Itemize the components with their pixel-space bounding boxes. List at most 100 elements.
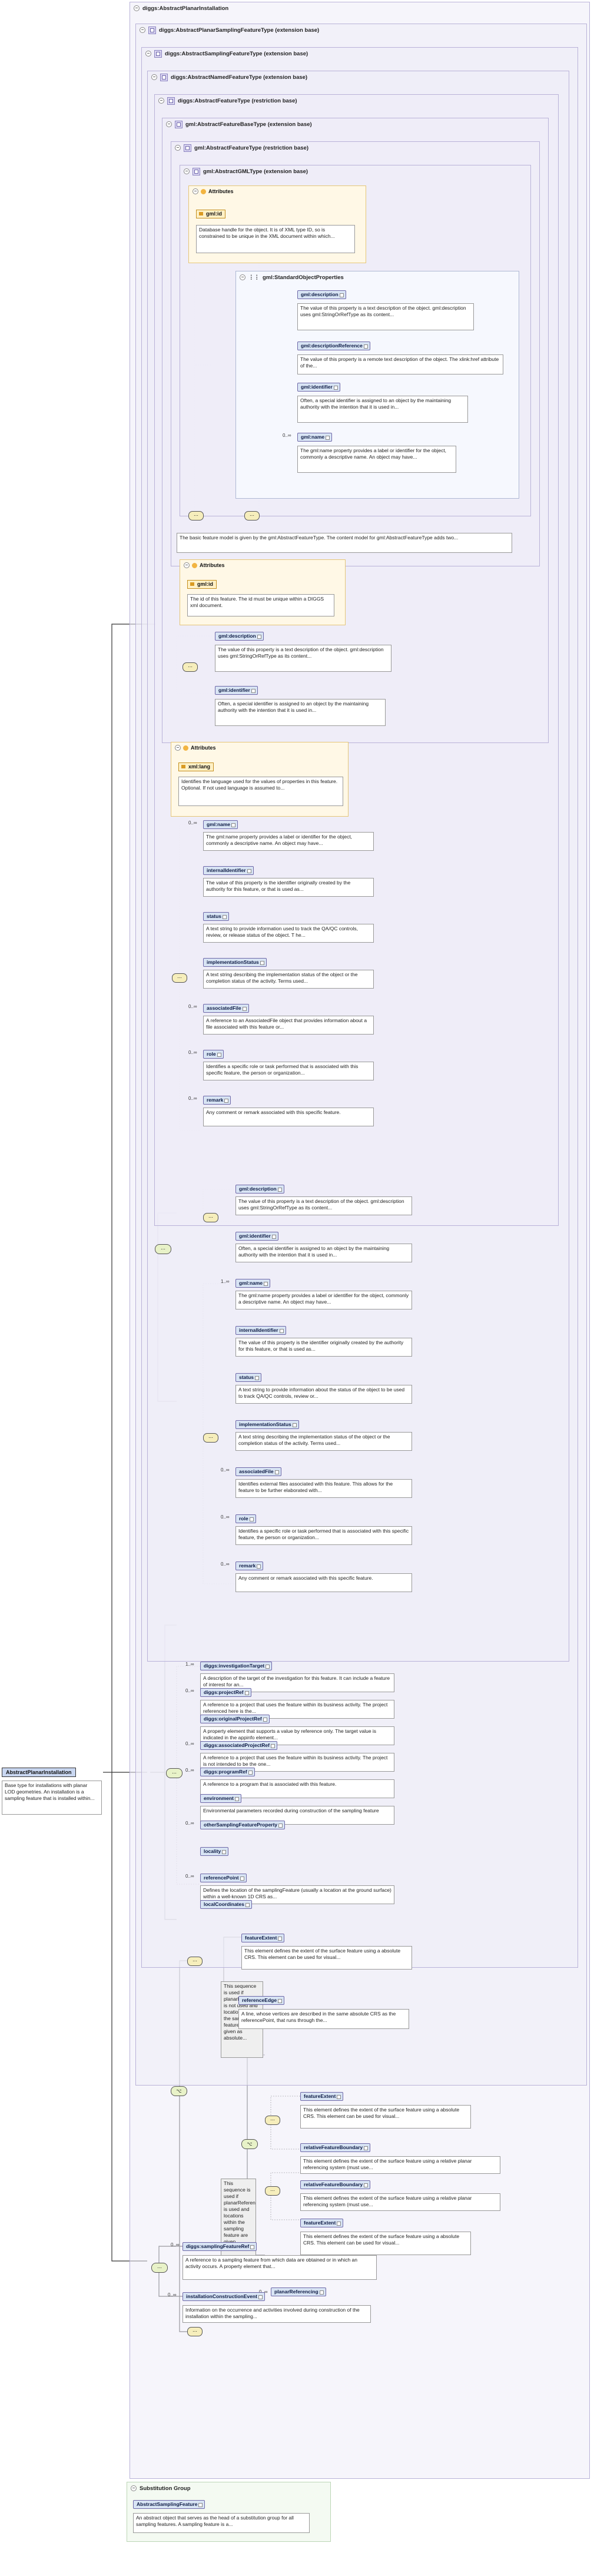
frame-title[interactable]: −diggs:AbstractNamedFeatureType (extensi… <box>151 73 307 81</box>
attribute-doc: Database handle for the object. It is of… <box>196 225 355 253</box>
element-gml-name[interactable]: gml:name <box>203 820 238 829</box>
frame-title[interactable]: −diggs:AbstractFeatureType (restriction … <box>158 97 297 105</box>
element-role[interactable]: role <box>203 1050 224 1059</box>
collapse-icon[interactable]: − <box>184 168 190 174</box>
cardinality: 0..∞ <box>185 1741 194 1746</box>
element-internalidentifier[interactable]: internalIdentifier <box>203 866 254 875</box>
element-doc: A text string to provide information abo… <box>235 1385 412 1404</box>
element-gml-identifier[interactable]: gml:identifier <box>235 1232 278 1241</box>
element-sampling-feature-ref[interactable]: diggs:samplingFeatureRef <box>182 2242 257 2251</box>
collapse-icon[interactable]: − <box>166 121 172 127</box>
root-element[interactable]: AbstractPlanarInstallation <box>2 1768 76 1777</box>
attribute-xml-lang[interactable]: xml:lang <box>178 762 214 771</box>
element-reference-edge[interactable]: referenceEdge <box>238 1996 285 2005</box>
sequence-icon[interactable]: ⋯ <box>182 662 198 672</box>
attribute-gml-id[interactable]: gml:id <box>187 580 217 589</box>
collapse-icon[interactable]: − <box>175 145 181 151</box>
frame-title[interactable]: −gml:AbstractGMLType (extension base) <box>184 167 308 175</box>
element-remark[interactable]: remark <box>235 1561 264 1570</box>
frame-title[interactable]: −diggs:AbstractPlanarSamplingFeatureType… <box>140 26 319 34</box>
element-diggs-originalprojectref[interactable]: diggs:originalProjectRef <box>200 1715 270 1723</box>
element-gml-name[interactable]: gml:name <box>297 433 333 442</box>
collapse-icon[interactable]: − <box>184 562 190 568</box>
element-gml-name[interactable]: gml:name <box>235 1279 271 1288</box>
collapse-icon[interactable]: − <box>193 188 198 194</box>
element-diggs-associatedprojectref[interactable]: diggs:associatedProjectRef <box>200 1741 277 1750</box>
element-doc: Often, a special identifier is assigned … <box>297 396 468 423</box>
element-relative-feature-boundary[interactable]: relativeFeatureBoundary <box>300 2180 371 2189</box>
element-abstract-sampling-feature[interactable]: AbstractSamplingFeature <box>133 2500 205 2509</box>
element-implementationstatus[interactable]: implementationStatus <box>235 1420 299 1429</box>
element-gml-description[interactable]: gml:description <box>235 1185 284 1193</box>
sequence-icon[interactable]: ⋯ <box>265 2116 280 2125</box>
choice-compositor[interactable]: ⌥ <box>171 2086 187 2096</box>
element-doc: Identifies a specific role or task perfo… <box>203 1062 374 1080</box>
collapse-icon[interactable]: − <box>240 274 245 280</box>
sequence-icon[interactable]: ⋯ <box>203 1213 218 1222</box>
element-doc: Identifies external files associated wit… <box>235 1479 412 1498</box>
collapse-icon[interactable]: − <box>134 5 140 11</box>
element-feature-extent[interactable]: featureExtent <box>300 2219 344 2227</box>
element-implementationstatus[interactable]: implementationStatus <box>203 958 267 967</box>
collapse-icon[interactable]: − <box>158 98 164 104</box>
element-installation-construction-event[interactable]: installationConstructionEvent <box>182 2292 265 2301</box>
element-associatedfile[interactable]: associatedFile <box>235 1467 281 1476</box>
frame-title[interactable]: −diggs:AbstractPlanarInstallation <box>134 4 228 12</box>
element-othersamplingfeatureproperty[interactable]: otherSamplingFeatureProperty <box>200 1821 286 1829</box>
element-gml-identifier[interactable]: gml:identifier <box>297 383 340 392</box>
sequence-compositor[interactable]: ⋯ <box>155 1244 171 1254</box>
sequence-icon[interactable]: ⋯ <box>203 1433 218 1443</box>
element-diggs-projectref[interactable]: diggs:projectRef <box>200 1688 251 1697</box>
collapse-icon[interactable]: − <box>151 74 157 80</box>
element-gml-description[interactable]: gml:description <box>215 632 264 641</box>
attributes-header[interactable]: −Attributes <box>193 188 234 194</box>
attributes-header[interactable]: −Attributes <box>184 562 225 568</box>
attribute-gml-id[interactable]: gml:id <box>196 210 225 218</box>
type-icon <box>193 167 200 175</box>
element-referencepoint[interactable]: referencePoint <box>200 1874 247 1882</box>
attributes-header[interactable]: −Attributes <box>175 745 216 751</box>
sequence-compositor[interactable]: ⋯ <box>166 1768 182 1778</box>
sequence-compositor[interactable]: ⋯ <box>151 2263 168 2273</box>
type-icon <box>184 144 191 152</box>
collapse-icon[interactable]: − <box>131 2485 137 2491</box>
element-gml-identifier[interactable]: gml:identifier <box>215 686 258 695</box>
sequence-icon[interactable]: ⋯ <box>188 511 204 520</box>
element-feature-extent[interactable]: featureExtent <box>300 2092 344 2101</box>
element-diggs-programref[interactable]: diggs:programRef <box>200 1768 255 1776</box>
element-gml-description-reference[interactable]: gml:descriptionReference <box>297 342 370 350</box>
sequence-icon[interactable]: ⋯ <box>244 511 260 520</box>
element-relative-feature-boundary[interactable]: relativeFeatureBoundary <box>300 2143 371 2152</box>
sequence-icon[interactable]: ⋯ <box>265 2186 280 2196</box>
collapse-icon[interactable]: − <box>145 51 151 57</box>
frame-title[interactable]: −gml:AbstractFeatureBaseType (extension … <box>166 120 312 128</box>
sequence-icon[interactable]: ⋯ <box>187 1957 203 1966</box>
element-doc: A text string to provide information use… <box>203 924 374 943</box>
choice-compositor[interactable]: ⌥ <box>241 2139 258 2149</box>
group-title[interactable]: −⋮⋮gml:StandardObjectProperties <box>240 273 344 281</box>
element-status[interactable]: status <box>203 912 230 921</box>
element-associatedfile[interactable]: associatedFile <box>203 1004 249 1013</box>
element-remark[interactable]: remark <box>203 1096 231 1105</box>
collapse-icon[interactable]: − <box>140 27 145 33</box>
element-doc: Often, a special identifier is assigned … <box>235 1244 412 1262</box>
element-planar-referencing[interactable]: planarReferencing <box>271 2287 326 2296</box>
collapse-icon[interactable]: − <box>175 745 181 751</box>
frame-title[interactable]: −diggs:AbstractSamplingFeatureType (exte… <box>145 49 308 58</box>
element-role[interactable]: role <box>235 1514 256 1523</box>
element-locality[interactable]: locality <box>200 1847 229 1856</box>
sequence-icon[interactable]: ⋯ <box>172 973 187 983</box>
element-status[interactable]: status <box>235 1373 262 1382</box>
sequence-icon[interactable]: ⋯ <box>187 2327 203 2336</box>
element-doc: The gml:name property provides a label o… <box>297 446 456 473</box>
frame-title[interactable]: −gml:AbstractFeatureType (restriction ba… <box>175 144 308 152</box>
type-icon <box>148 26 156 34</box>
element-internalidentifier[interactable]: internalIdentifier <box>235 1326 286 1335</box>
element-gml-description[interactable]: gml:description <box>297 290 346 299</box>
group-title[interactable]: −Substitution Group <box>131 2484 191 2492</box>
element-feature-extent[interactable]: featureExtent <box>241 1934 285 1942</box>
element-environment[interactable]: environment <box>200 1794 242 1803</box>
element-diggs-investigationtarget[interactable]: diggs:investigationTarget <box>200 1662 273 1670</box>
element-localcoordinates[interactable]: localCoordinates <box>200 1900 252 1909</box>
attributes-icon <box>183 745 188 751</box>
